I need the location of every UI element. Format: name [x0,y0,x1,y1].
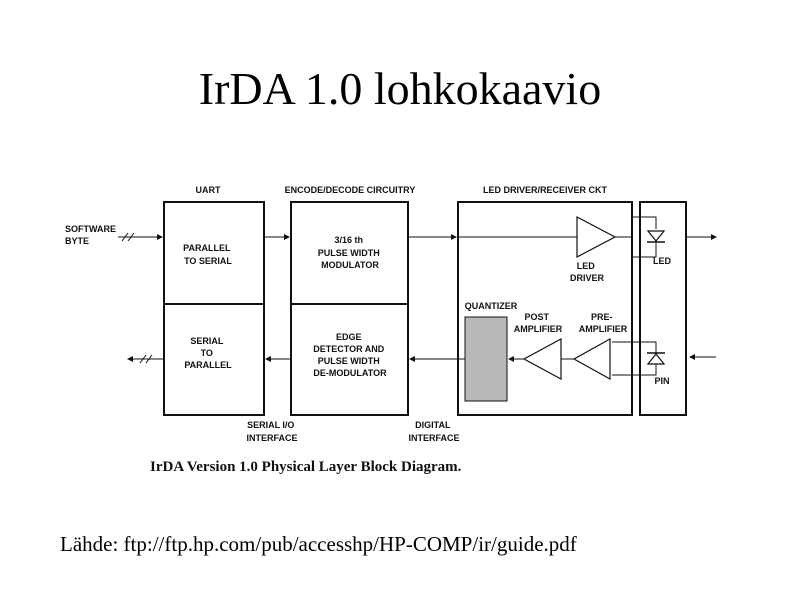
source-reference: Lähde: ftp://ftp.hp.com/pub/accesshp/HP-… [60,532,577,556]
uart-block [163,201,265,416]
parallel-to-serial-label: PARALLEL TO SERIAL [183,243,233,266]
bus-slash-in [121,232,129,242]
pin-bottom-wire [612,364,657,376]
led-driver-amplifier [576,216,617,258]
pre-amplifier-label: PRE- AMPLIFIER [579,312,628,334]
bus-slash-in-2 [127,232,135,242]
diagram-caption: IrDA Version 1.0 Physical Layer Block Di… [150,459,462,475]
header-led-driver-receiver: LED DRIVER/RECEIVER CKT [483,185,608,195]
header-uart: UART [196,185,221,195]
led-anode-wire [631,216,657,237]
pin-diode-icon [646,353,666,365]
post-amplifier-label: POST AMPLIFIER [514,312,563,334]
demodulator-label: EDGE DETECTOR AND PULSE WIDTH DE-MODULAT… [313,332,387,378]
encode-decode-block [290,201,409,416]
bus-slash-out [139,354,147,364]
pre-amplifier [572,337,611,381]
quantizer-label: QUANTIZER [465,301,518,311]
serial-io-interface-label: SERIAL I/O INTERFACE [246,420,297,443]
led-diode-icon [646,230,666,242]
led-driver-receiver-block [457,201,633,416]
pin-top-wire [612,341,657,353]
modulator-label: 3/16 th PULSE WIDTH MODULATOR [318,235,383,270]
led-cathode-wire [631,237,657,258]
post-amplifier [522,337,562,381]
bus-slash-out-2 [145,354,153,364]
quantizer-block [464,316,508,402]
pin-label: PIN [654,376,669,386]
led-label: LED [653,256,672,266]
digital-interface-label: DIGITAL INTERFACE [408,420,459,443]
optical-element-block [639,201,687,416]
header-encode-decode: ENCODE/DECODE CIRCUITRY [285,185,416,195]
serial-to-parallel-label: SERIAL TO PARALLEL [184,336,232,370]
led-driver-label: LED DRIVER [570,261,605,283]
slide-title: IrDA 1.0 lohkokaavio [198,63,602,114]
software-byte-label: SOFTWARE BYTE [65,224,119,246]
